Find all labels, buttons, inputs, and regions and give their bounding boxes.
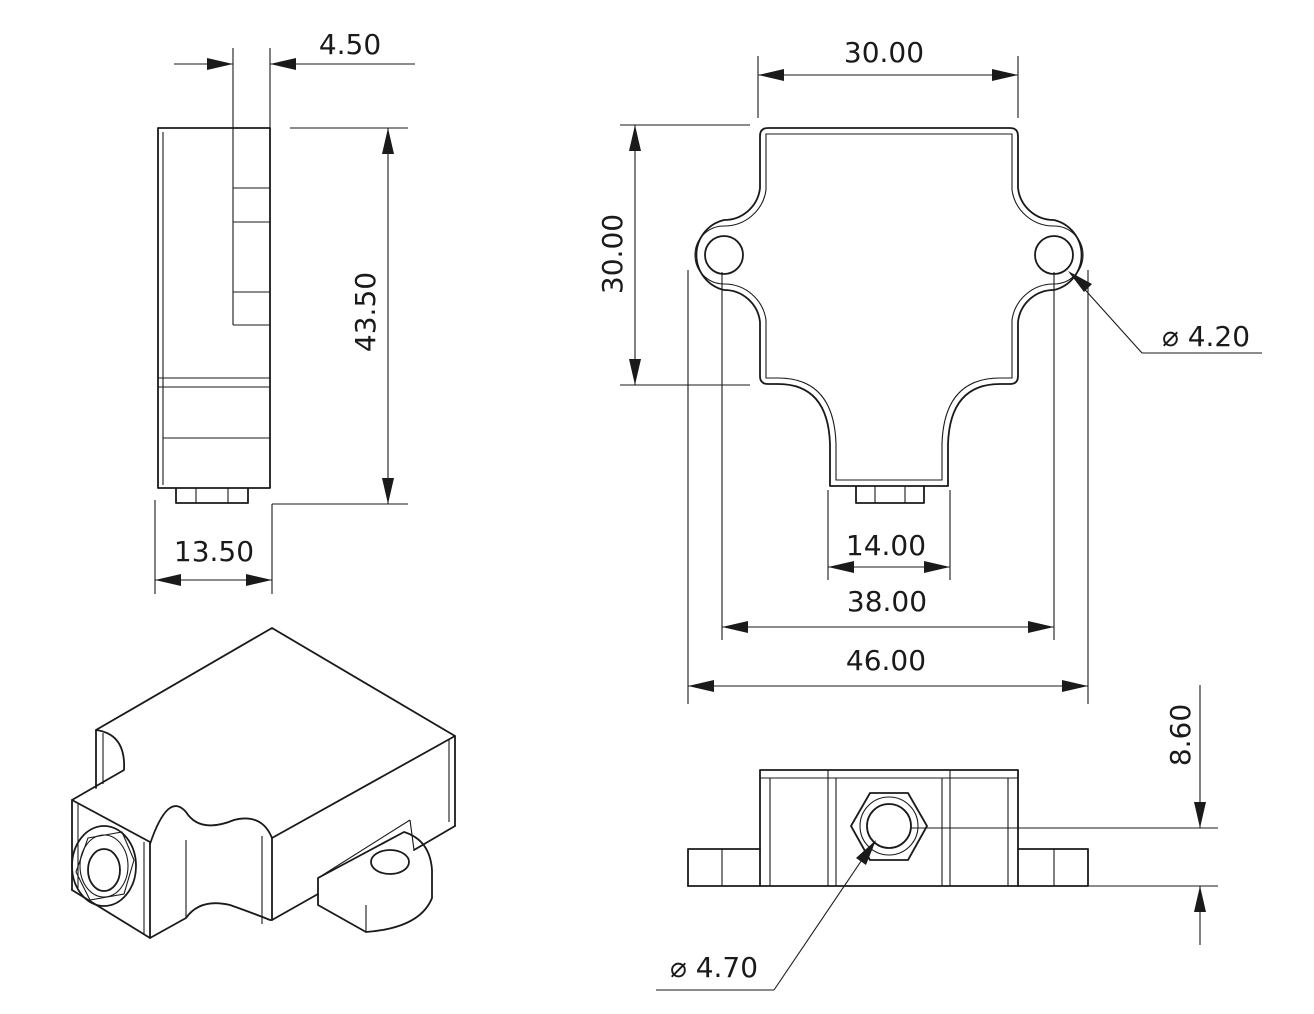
dim-side-depth: 13.50: [154, 500, 273, 594]
dim-top-height: 30.00: [596, 124, 750, 386]
label-hole-spacing: 38.00: [847, 585, 927, 618]
label-top-height: 30.00: [596, 214, 629, 294]
label-side-depth: 13.50: [174, 535, 254, 568]
dim-hole-diameter: ⌀ 4.20: [1068, 271, 1262, 354]
side-view: [157, 127, 271, 504]
front-view: [687, 769, 1089, 887]
label-top-width: 30.00: [844, 36, 924, 69]
mount-hole-left: [704, 235, 744, 275]
dim-overall-width: 46.00: [687, 270, 1089, 704]
dim-side-width: 4.50: [174, 28, 415, 128]
dim-front-height: 8.60: [910, 685, 1218, 945]
label-side-height: 43.50: [349, 272, 382, 352]
mount-hole-right: [1034, 235, 1074, 275]
label-front-height: 8.60: [1164, 704, 1197, 766]
dim-port-diameter: ⌀ 4.70: [656, 840, 876, 991]
dim-hole-spacing: 38.00: [721, 272, 1055, 640]
top-view: [694, 127, 1084, 504]
dim-neck-width: 14.00: [827, 490, 951, 580]
label-port-diameter: ⌀ 4.70: [670, 951, 758, 984]
dim-side-height: 43.50: [272, 127, 408, 505]
label-side-width: 4.50: [319, 28, 381, 61]
label-overall-width: 46.00: [846, 644, 926, 677]
dim-top-width: 30.00: [757, 36, 1019, 118]
label-hole-diameter: ⌀ 4.20: [1162, 320, 1250, 353]
isometric-view: [71, 627, 456, 939]
label-neck-width: 14.00: [846, 529, 926, 562]
